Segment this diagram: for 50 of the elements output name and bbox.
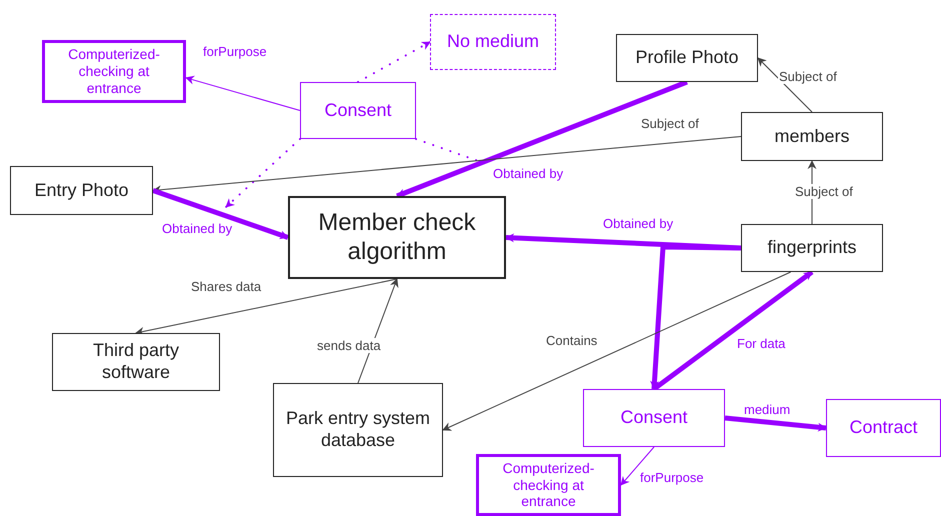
concept-box: [826, 399, 941, 457]
arrow: [757, 57, 812, 112]
edge-label: forPurpose: [639, 470, 705, 485]
edge-label: Shares data: [190, 279, 262, 294]
edge-label: Subject of: [640, 116, 700, 131]
node-label: Park entry system database: [284, 408, 432, 452]
edge-label: sends data: [316, 338, 382, 353]
node-label: Contract: [849, 417, 918, 439]
edge-label: forPurpose: [202, 44, 268, 59]
edge-label: medium: [743, 402, 792, 417]
node-label: Entry Photo: [34, 180, 129, 202]
arrow: [650, 244, 742, 390]
node-label: Consent: [324, 100, 392, 122]
edge-label: Subject of: [778, 69, 838, 84]
concept-box: [430, 14, 556, 70]
node-label: members: [774, 126, 850, 148]
node-label: Profile Photo: [635, 47, 739, 69]
concept-box: [273, 383, 443, 477]
arrow: [396, 80, 688, 198]
concept-box: [52, 333, 220, 391]
node-label: Member check algorithm: [317, 208, 477, 266]
concept-box: [741, 224, 883, 272]
arrow: [724, 416, 827, 432]
node-label: fingerprints: [767, 237, 857, 259]
arrow: [185, 76, 300, 111]
arrow: [225, 138, 301, 208]
node-label: Computerized-checking at entrance: [67, 46, 161, 97]
concept-box: [476, 454, 621, 516]
concept-box: [42, 40, 186, 103]
concept-box: [10, 166, 153, 215]
concept-box: [583, 389, 725, 447]
concept-box: [288, 196, 506, 279]
concept-box: [300, 82, 416, 139]
node-label: Computerized-checking at entrance: [502, 460, 596, 510]
arrow: [152, 188, 289, 240]
edge-label: Obtained by: [492, 166, 564, 181]
edge-label: Obtained by: [602, 216, 674, 231]
concept-box: [741, 112, 883, 161]
concept-box: [616, 34, 758, 82]
arrow: [620, 446, 654, 486]
node-label: Third party software: [92, 340, 180, 384]
node-label: No medium: [446, 31, 540, 53]
edge-label: Obtained by: [161, 221, 234, 236]
arrow: [135, 278, 398, 336]
arrow: [357, 41, 431, 83]
node-label: Consent: [620, 407, 688, 429]
edge-label: For data: [736, 336, 786, 351]
edge-label: Subject of: [794, 184, 854, 199]
arrow: [442, 272, 792, 431]
edge-label: Contains: [545, 333, 598, 348]
